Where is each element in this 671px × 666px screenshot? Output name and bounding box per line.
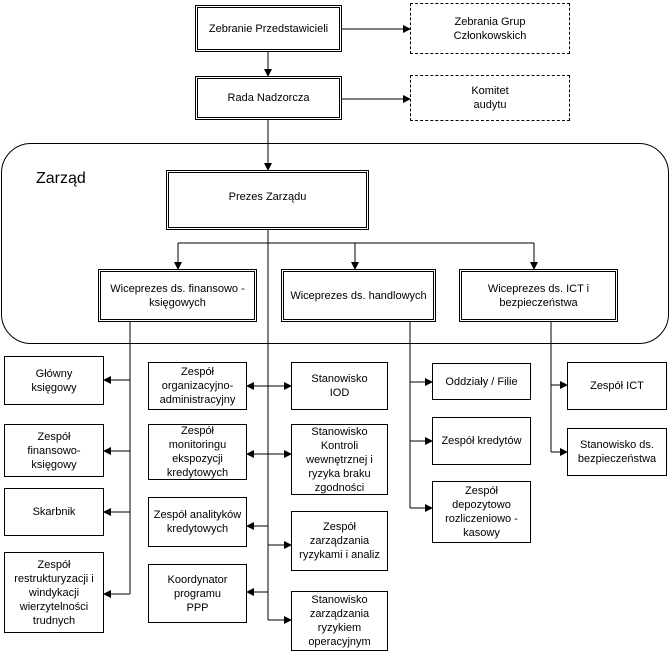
node-zespol-depozytowo[interactable]: Zespół depozytowo rozliczeniowo - kasowy <box>432 481 531 543</box>
node-stanowisko-ryzyka-oper[interactable]: Stanowisko zarządzania ryzykiem operacyj… <box>291 591 388 651</box>
node-zespol-ryzyka[interactable]: Zespół zarządzania ryzykami i analiz <box>291 511 388 571</box>
node-zespol-kredytow[interactable]: Zespół kredytów <box>432 417 531 465</box>
node-prezes-zarzadu[interactable]: Prezes Zarządu <box>166 170 369 230</box>
node-zespol-ict[interactable]: Zespół ICT <box>567 362 667 410</box>
zarzad-group-label: Zarząd <box>36 170 86 187</box>
node-wiceprezes-handlowy[interactable]: Wiceprezes ds. handlowych <box>281 269 436 322</box>
node-zebranie-przedstawicieli[interactable]: Zebranie Przedstawicieli <box>195 5 342 52</box>
node-zespol-restrukturyzacji[interactable]: Zespół restrukturyzacji i windykacji wie… <box>4 552 104 633</box>
node-oddzialy-filie[interactable]: Oddziały / Filie <box>432 363 531 400</box>
node-skarbnik[interactable]: Skarbnik <box>4 488 104 536</box>
node-zespol-analitykow[interactable]: Zespół analityków kredytowych <box>148 497 247 547</box>
node-stanowisko-bezpieczenstwa[interactable]: Stanowisko ds. bezpieczeństwa <box>567 428 667 476</box>
node-komitet-audytu[interactable]: Komitet audytu <box>410 75 570 121</box>
node-zespol-fin-ksieg[interactable]: Zespół finansowo-księgowy <box>4 424 104 477</box>
node-stanowisko-iod[interactable]: Stanowisko IOD <box>291 362 388 410</box>
node-koordynator-ppp[interactable]: Koordynator programu PPP <box>148 564 247 623</box>
node-zespol-monitoringu[interactable]: Zespół monitoringu ekspozycji kredytowyc… <box>148 424 247 480</box>
node-zebrania-grup[interactable]: Zebrania Grup Członkowskich <box>410 3 570 54</box>
node-glowny-ksiegowy[interactable]: Główny księgowy <box>4 356 104 405</box>
zarzad-group <box>1 143 669 344</box>
node-wiceprezes-finansowy[interactable]: Wiceprezes ds. finansowo - księgowych <box>98 269 257 322</box>
node-wiceprezes-ict[interactable]: Wiceprezes ds. ICT i bezpieczeństwa <box>459 269 618 322</box>
node-rada-nadzorcza[interactable]: Rada Nadzorcza <box>195 76 342 120</box>
node-stanowisko-kontroli[interactable]: Stanowisko Kontroli wewnętrznej i ryzyka… <box>291 424 388 495</box>
node-zespol-org-adm[interactable]: Zespół organizacyjno-administracyjny <box>148 362 247 410</box>
